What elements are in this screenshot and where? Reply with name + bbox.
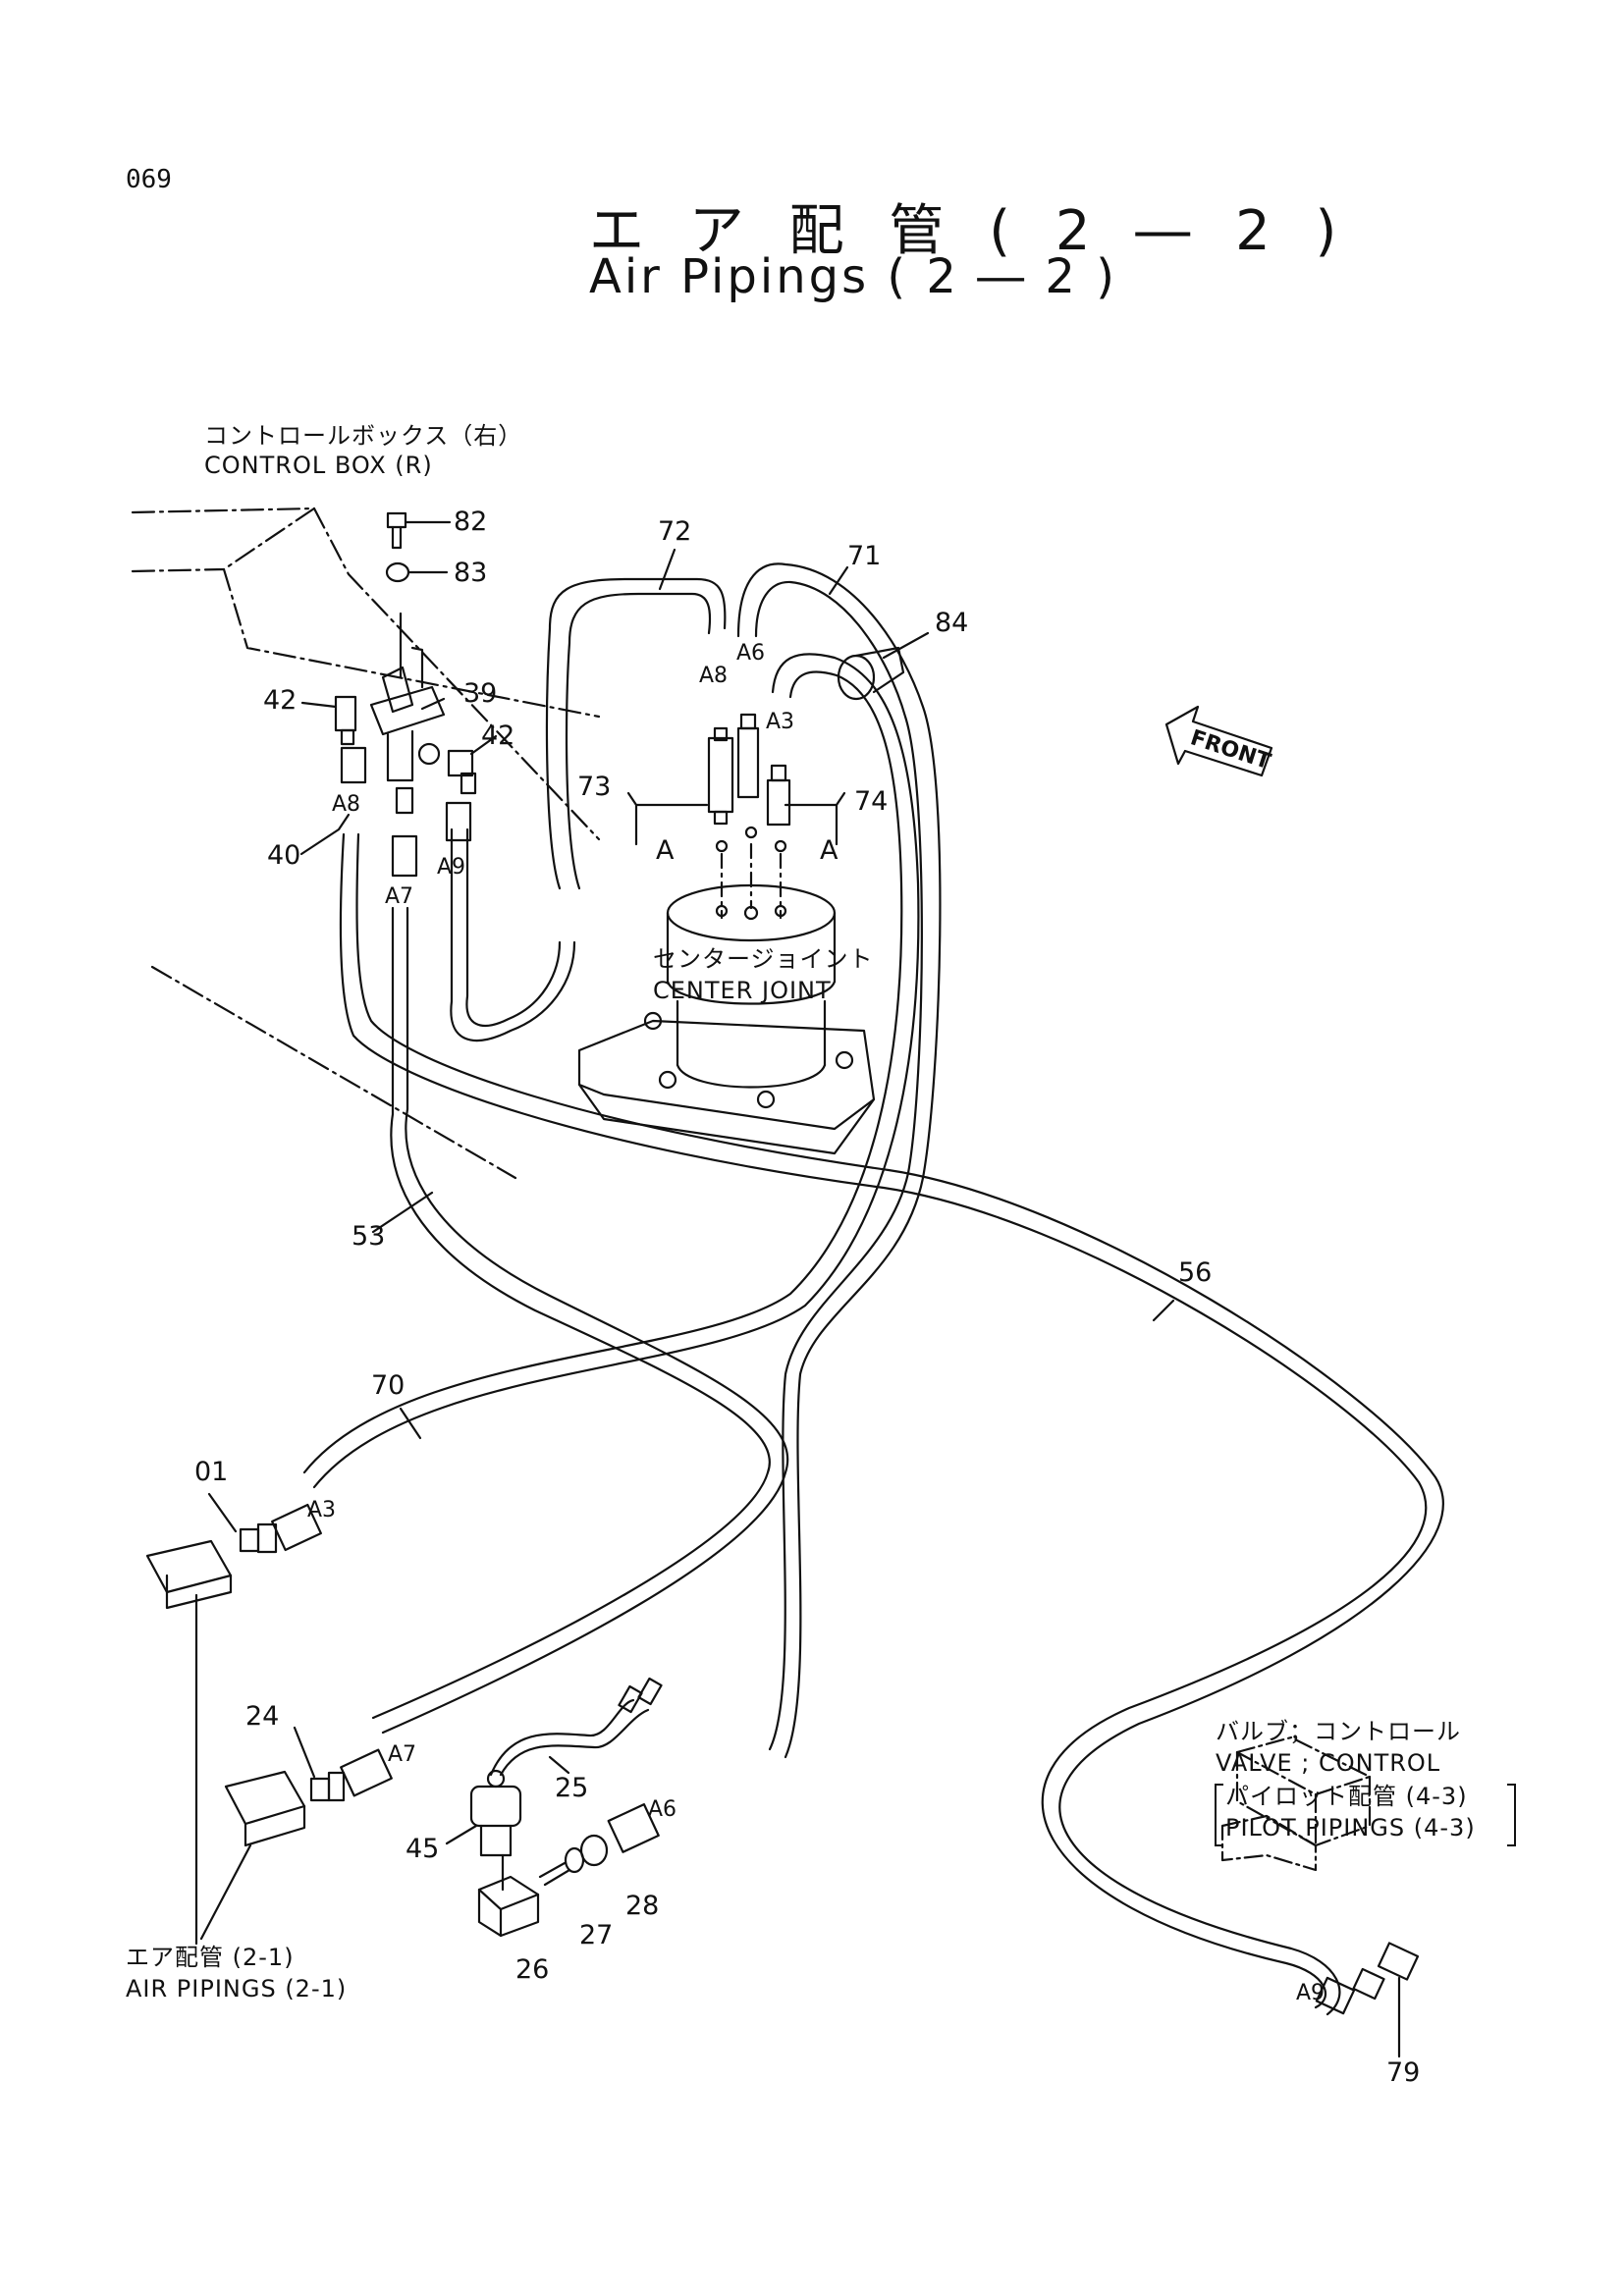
air-pipings-label-ja: エア配管 (2-1) bbox=[126, 1944, 295, 1971]
part-label-01: 01 bbox=[194, 1457, 228, 1487]
fitting-42-left bbox=[334, 695, 357, 746]
part-label-70: 70 bbox=[371, 1370, 405, 1401]
connector-label-a3-bottom: A3 bbox=[307, 1498, 336, 1522]
seal-a-right bbox=[774, 839, 787, 853]
center-joint-label-ja: センタージョイント bbox=[653, 945, 874, 973]
part-label-73: 73 bbox=[577, 772, 611, 802]
part-label-71: 71 bbox=[847, 541, 881, 571]
fitting-73 bbox=[707, 726, 734, 826]
hose-71 bbox=[736, 562, 942, 1759]
page-number: 069 bbox=[126, 165, 172, 194]
center-joint-label-en: CENTER JOINT bbox=[653, 977, 832, 1004]
connector-label-a9-left: A9 bbox=[437, 855, 465, 880]
part-label-84: 84 bbox=[935, 608, 968, 638]
nut-a9-bottom bbox=[1315, 1976, 1356, 2015]
block-air-pipings-upper bbox=[145, 1539, 233, 1610]
nut-a7-bottom bbox=[340, 1748, 393, 1797]
nut-a3-bottom bbox=[271, 1503, 322, 1552]
nut-28 bbox=[579, 1834, 609, 1867]
connector-label-a9-bottom: A9 bbox=[1296, 1981, 1325, 2005]
valve-control bbox=[1220, 1735, 1372, 1872]
control-box-label-en: CONTROL BOX (R) bbox=[204, 452, 433, 479]
bracket-73 bbox=[626, 791, 709, 846]
page-title-english: Air Pipings ( 2 ― 2 ) bbox=[589, 249, 1117, 304]
fitting-42-right bbox=[447, 749, 477, 795]
part-label-82: 82 bbox=[454, 507, 487, 537]
page-title-japanese: エ ア 配 管 ( 2 ― 2 ) bbox=[589, 199, 1351, 263]
part-label-42-right: 42 bbox=[481, 721, 514, 751]
elbow-79 bbox=[1352, 1942, 1420, 2001]
nut-a7-left bbox=[391, 834, 418, 878]
fitting-74 bbox=[766, 764, 791, 827]
connector-label-a8-top: A8 bbox=[699, 664, 728, 688]
air-pipings-label-en: AIR PIPINGS (2-1) bbox=[126, 1975, 347, 2002]
connector-label-a7-bottom: A7 bbox=[388, 1742, 416, 1767]
seal-a-center bbox=[744, 826, 758, 839]
part-label-79: 79 bbox=[1386, 2057, 1420, 2088]
part-leader-lines bbox=[207, 520, 1401, 2058]
pilot-pipings-label-ja: パイロット配管 (4-3) bbox=[1225, 1783, 1468, 1810]
hose-53 bbox=[371, 906, 789, 1735]
part-label-56: 56 bbox=[1178, 1257, 1212, 1288]
bolt-82 bbox=[386, 511, 407, 550]
connector-label-a3-top: A3 bbox=[766, 710, 794, 734]
hose-center-a3 bbox=[302, 653, 920, 1489]
hose-56 bbox=[339, 832, 1444, 2016]
pilot-pipings-bracket bbox=[1215, 1784, 1516, 1846]
valve-39 bbox=[369, 666, 446, 782]
connector-label-a6-bottom: A6 bbox=[648, 1797, 676, 1822]
nut-a6-bottom bbox=[607, 1803, 660, 1853]
hose-left-loop bbox=[450, 828, 576, 1042]
part-label-45: 45 bbox=[406, 1834, 439, 1864]
connector-label-a8-left: A8 bbox=[332, 792, 360, 817]
part-label-40: 40 bbox=[267, 840, 300, 871]
center-joint bbox=[577, 883, 876, 1155]
part-label-28: 28 bbox=[625, 1891, 659, 1921]
section-a-leaders bbox=[720, 842, 783, 920]
leader-line-39 bbox=[399, 612, 424, 689]
hose-72 bbox=[545, 577, 727, 890]
fitting-40 bbox=[395, 786, 414, 815]
nut-a9-left bbox=[445, 801, 472, 842]
part-label-42-left: 42 bbox=[263, 685, 297, 716]
part-label-74: 74 bbox=[854, 786, 888, 817]
block-air-pipings-lower bbox=[224, 1770, 306, 1847]
bracket-74 bbox=[784, 791, 846, 846]
clamp-84 bbox=[837, 646, 905, 701]
front-arrow-icon bbox=[1164, 705, 1273, 777]
control-box-outline bbox=[131, 507, 601, 1180]
part-label-26: 26 bbox=[515, 1954, 549, 1985]
valve-control-label-ja: バルブ；コントロール bbox=[1216, 1718, 1461, 1745]
harness-25 bbox=[489, 1677, 663, 1777]
part-label-27: 27 bbox=[579, 1920, 613, 1950]
leader-line-air-pipings bbox=[194, 1593, 252, 1946]
connector-label-a7-left: A7 bbox=[385, 884, 413, 909]
section-a-label-right: A bbox=[820, 835, 839, 866]
seal-a-left bbox=[715, 839, 729, 853]
part-label-25: 25 bbox=[555, 1773, 588, 1803]
connector-label-a6-top: A6 bbox=[736, 641, 765, 666]
fitting-01 bbox=[239, 1522, 278, 1554]
nut-a8-left bbox=[340, 746, 367, 784]
control-box-label-ja: コントロールボックス（右） bbox=[204, 422, 522, 450]
part-label-72: 72 bbox=[658, 516, 691, 547]
part-label-53: 53 bbox=[352, 1221, 385, 1252]
part-label-39: 39 bbox=[463, 678, 497, 709]
fitting-24 bbox=[309, 1771, 346, 1802]
pressure-switch-45 bbox=[469, 1769, 522, 1857]
part-label-83: 83 bbox=[454, 558, 487, 588]
bolt-27 bbox=[538, 1861, 571, 1887]
block-26 bbox=[477, 1875, 540, 1938]
pilot-pipings-label-en: PILOT PIPINGS (4-3) bbox=[1225, 1814, 1476, 1842]
fitting-center bbox=[736, 713, 760, 799]
part-label-24: 24 bbox=[245, 1701, 279, 1732]
section-a-label-left: A bbox=[656, 835, 675, 866]
washer-83 bbox=[385, 561, 410, 583]
valve-control-label-en: VALVE ; CONTROL bbox=[1216, 1749, 1440, 1777]
